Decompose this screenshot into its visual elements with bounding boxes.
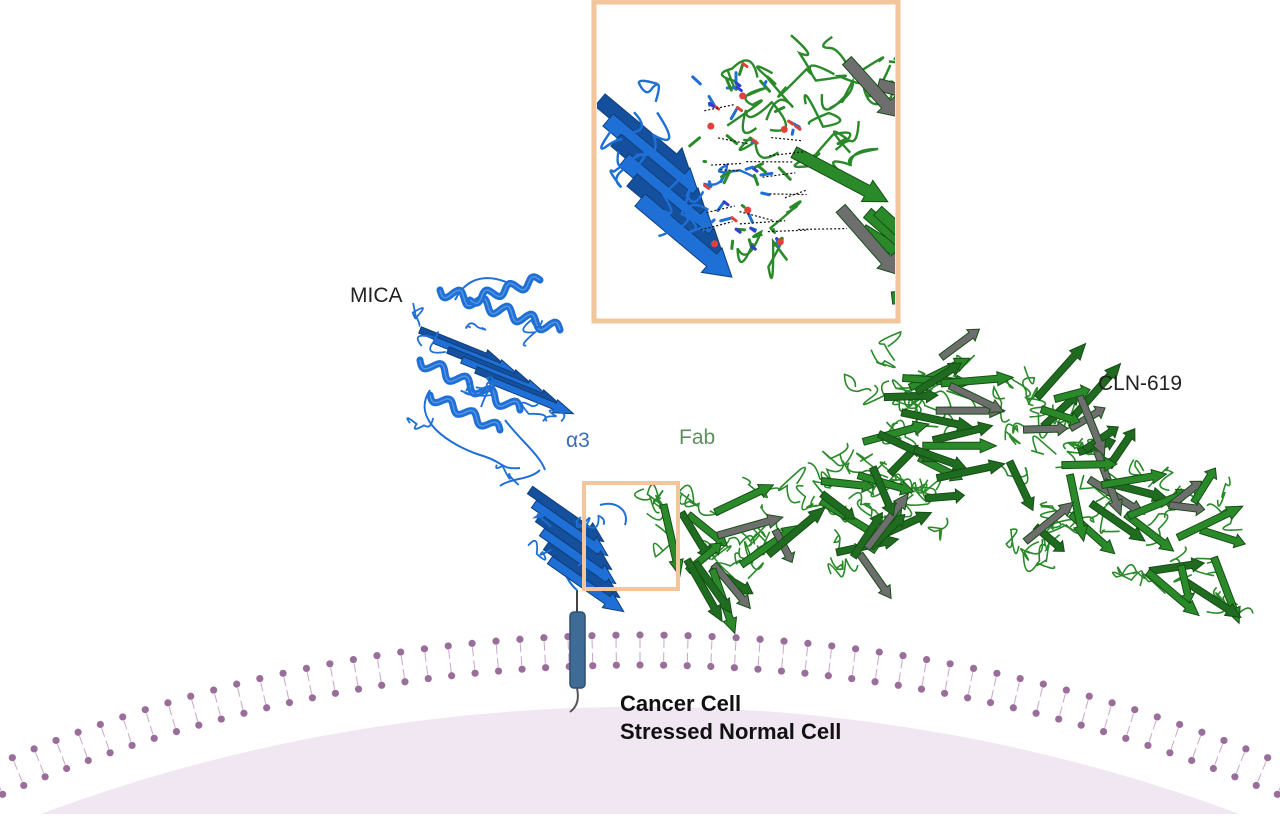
fab-label: Fab [679,427,715,448]
mica-protein-icon [407,277,626,612]
cell-type-label-primary: Cancer Cell [620,693,741,715]
interface-zoom-icon [594,2,986,321]
alpha3-domain-label: α3 [566,430,590,451]
antibody-label: CLN-619 [1098,373,1182,394]
membrane-anchor-icon [570,590,585,712]
mica-label: MICA [350,285,403,306]
cell-type-label-secondary: Stressed Normal Cell [620,721,841,743]
